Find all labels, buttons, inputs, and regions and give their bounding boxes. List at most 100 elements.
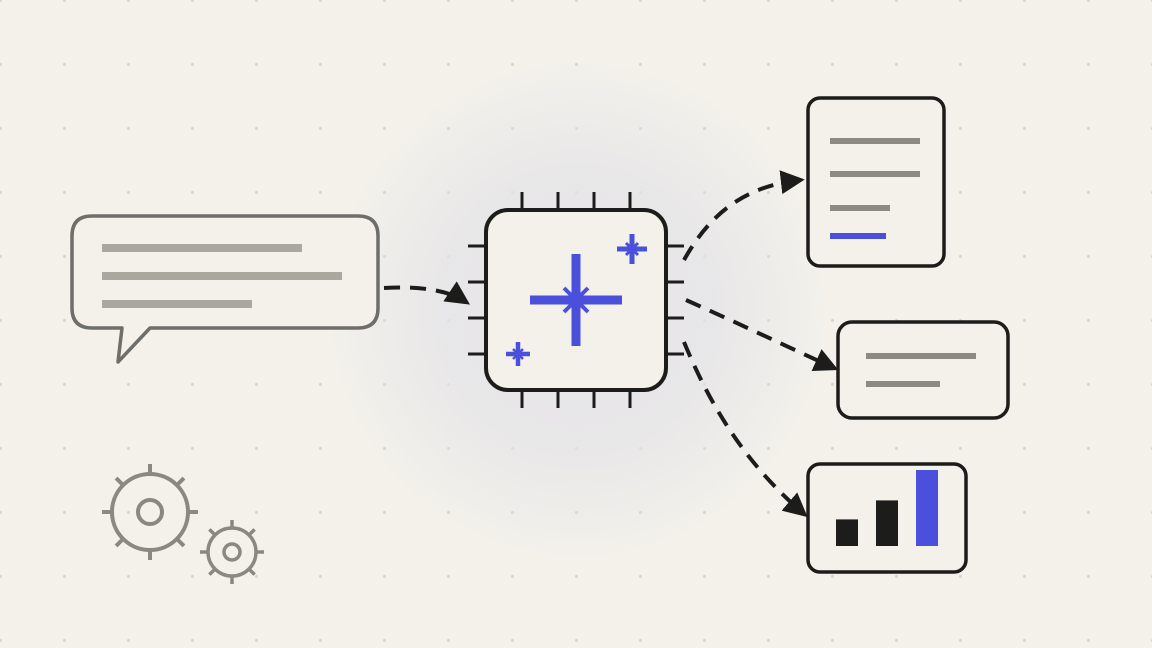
grid-dot [126,126,131,131]
grid-dot [126,0,131,3]
grid-dot [638,574,643,579]
grid-dot [62,510,67,515]
message-card-icon [836,320,1010,420]
grid-dot [446,574,451,579]
grid-dot [894,62,899,67]
grid-dot [62,0,67,3]
grid-dot [1086,190,1091,195]
grid-dot [958,446,963,451]
grid-dot [382,638,387,643]
grid-dot [254,62,259,67]
document-icon [806,96,946,268]
grid-dot [126,446,131,451]
sparkle-small-icon [506,342,530,366]
grid-dot [254,190,259,195]
grid-dot [766,638,771,643]
grid-dot [1022,190,1027,195]
arrow-input-to-chip [383,281,470,305]
gear-tooth [175,476,186,487]
grid-dot [830,446,835,451]
grid-dot [766,126,771,131]
chart-bars [836,470,938,546]
grid-dot [830,318,835,323]
grid-dot [958,254,963,259]
grid-dot [254,446,259,451]
grid-dot [638,62,643,67]
grid-dot [318,382,323,387]
grid-dot [1086,254,1091,259]
grid-dot [0,0,3,3]
grid-dot [318,190,323,195]
grid-dot [958,62,963,67]
grid-dot [1086,446,1091,451]
grid-dot [382,62,387,67]
grid-dot [318,574,323,579]
grid-dot [62,446,67,451]
gear-tooth [208,528,217,537]
grid-dot [830,574,835,579]
grid-dot [190,446,195,451]
chart-bar [876,500,898,546]
grid-dot [766,574,771,579]
chat-bubble-icon [70,214,380,364]
grid-dot [1086,638,1091,643]
grid-dot [62,126,67,131]
grid-dot [254,126,259,131]
grid-dot [1022,318,1027,323]
grid-dot [0,382,3,387]
grid-dot [510,62,515,67]
grid-dot [958,638,963,643]
grid-dot [190,638,195,643]
grid-dot [254,0,259,3]
grid-dot [190,574,195,579]
grid-dot [1022,510,1027,515]
grid-dot [958,574,963,579]
grid-dot [1022,382,1027,387]
grid-dot [766,62,771,67]
grid-dot [510,574,515,579]
grid-dot [318,638,323,643]
grid-dot [894,574,899,579]
grid-dot [574,0,579,3]
grid-dot [958,0,963,3]
grid-dot [1022,62,1027,67]
grid-dot [574,638,579,643]
grid-dot [190,126,195,131]
grid-dot [894,0,899,3]
grid-dot [190,62,195,67]
grid-dot [62,62,67,67]
grid-dot [1086,318,1091,323]
grid-dot [126,574,131,579]
grid-dot [446,0,451,3]
grid-dot [0,446,3,451]
sparkle-icon [530,254,622,346]
grid-dot [318,62,323,67]
grid-dot [1086,382,1091,387]
grid-dot [0,638,3,643]
grid-dot [574,574,579,579]
grid-dot [1022,0,1027,3]
grid-dot [1086,62,1091,67]
gear-hub [136,498,164,526]
document-card [806,96,946,268]
grid-dot [62,254,67,259]
grid-dot [638,638,643,643]
chart-bar [836,519,858,546]
grid-dot [894,638,899,643]
grid-dot [254,638,259,643]
grid-dot [702,0,707,3]
ai-chip-icon [468,192,684,408]
grid-dot [830,638,835,643]
grid-dot [958,190,963,195]
grid-dot [190,382,195,387]
grid-dot [126,190,131,195]
gear-hub [222,542,242,562]
grid-dot [1086,510,1091,515]
grid-dot [126,62,131,67]
gear-tooth [175,537,186,548]
grid-dot [62,638,67,643]
grid-dot [190,0,195,3]
sparkle-small-icon [617,234,647,264]
arrow-chip-to-chart [682,341,808,518]
